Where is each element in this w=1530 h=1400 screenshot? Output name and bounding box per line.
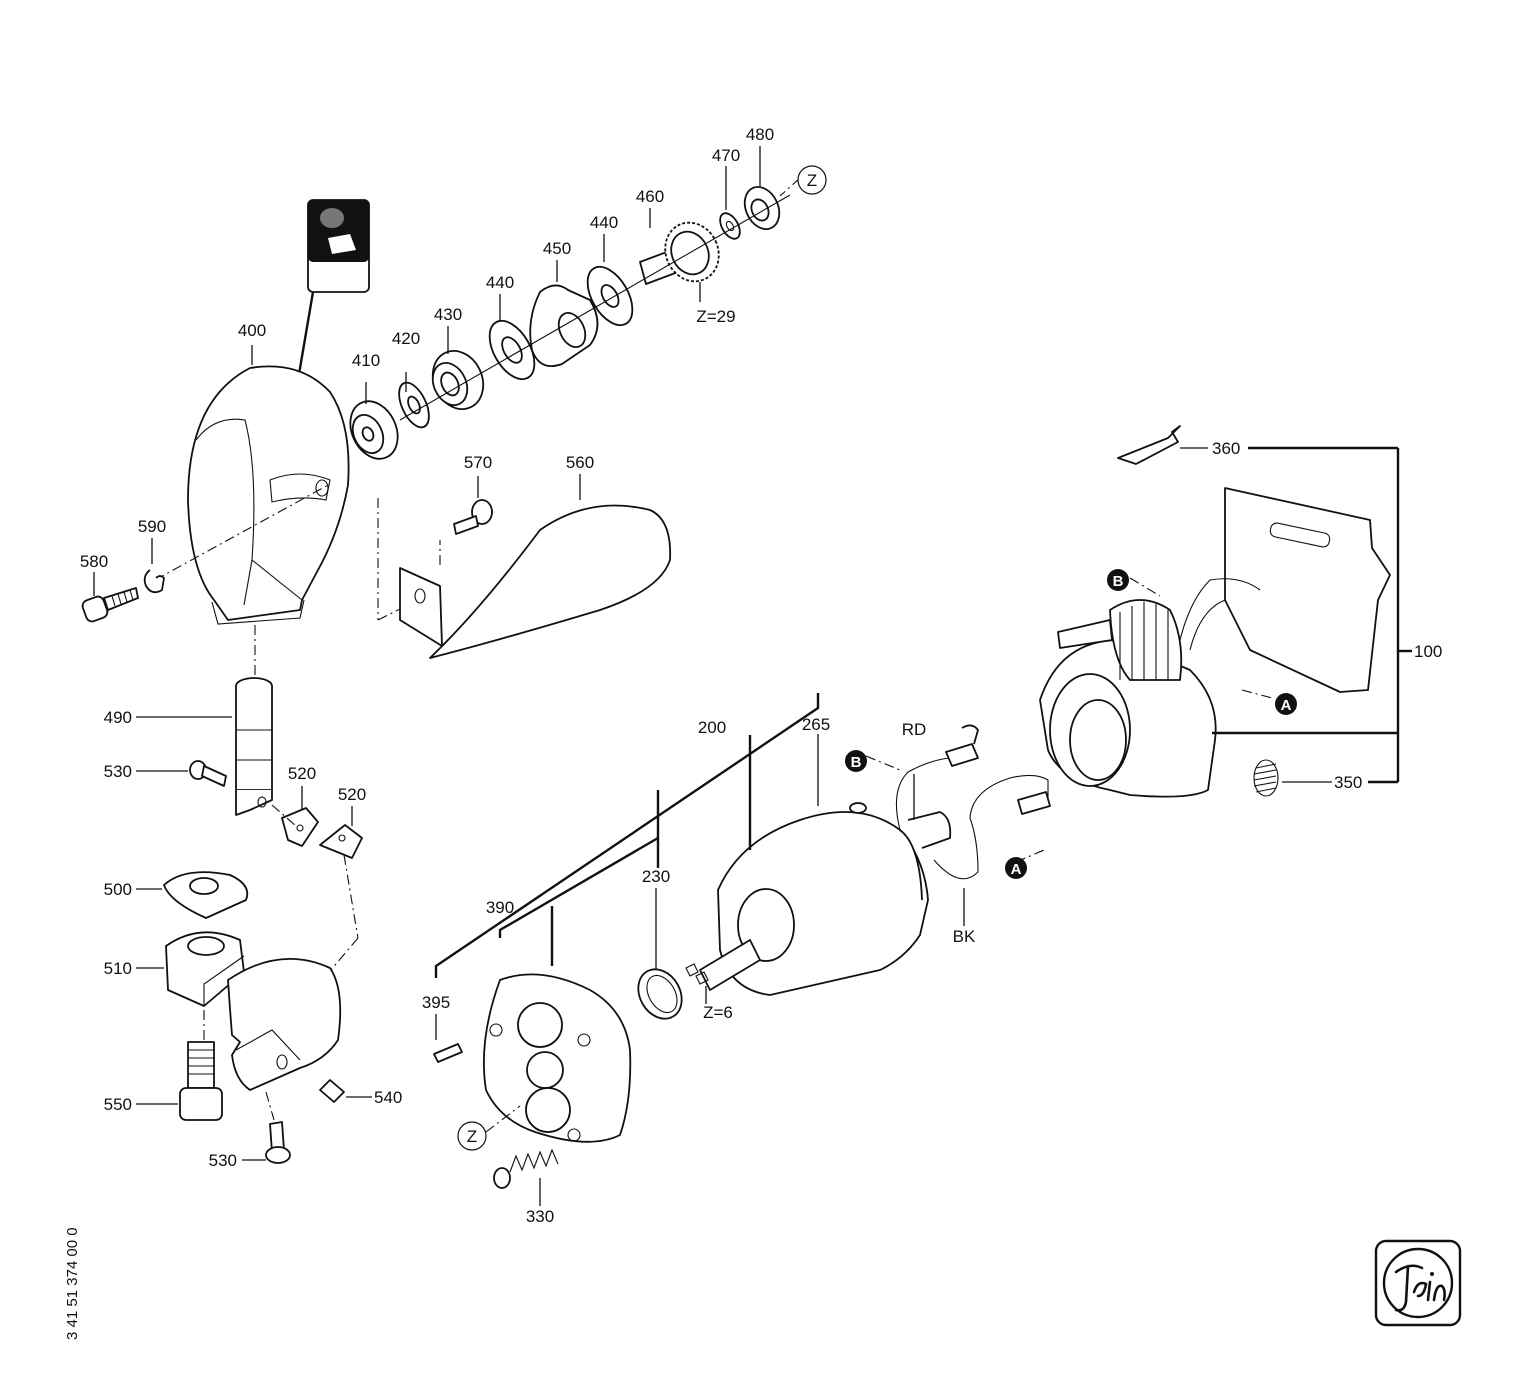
clip-360 <box>1117 425 1181 465</box>
label-520-b: 520 <box>338 785 366 804</box>
field-housing-100 <box>1039 599 1217 798</box>
blade-guard-560 <box>399 504 672 659</box>
washer-440-a <box>488 319 536 381</box>
wire-rd <box>895 724 979 831</box>
label-500: 500 <box>104 880 132 899</box>
plate-500 <box>163 871 249 919</box>
bearing-410 <box>349 400 399 460</box>
label-420: 420 <box>392 329 420 348</box>
gear-460 <box>639 221 720 285</box>
part-labels: 400 410 420 430 440 450 440 460 470 480 … <box>80 125 1443 1226</box>
ref-z-top-icon: Z <box>797 165 827 195</box>
label-560: 560 <box>566 453 594 472</box>
ref-z-bottom-icon: Z <box>457 1121 487 1151</box>
circlip-590 <box>143 569 165 594</box>
label-350: 350 <box>1334 773 1362 792</box>
label-450: 450 <box>543 239 571 258</box>
pin-395 <box>433 1043 463 1063</box>
grease-symbol-icon <box>296 199 370 381</box>
screw-580 <box>81 587 139 623</box>
label-520-a: 520 <box>288 764 316 783</box>
label-430: 430 <box>434 305 462 324</box>
teeth-count-pinion: Z=6 <box>703 1003 733 1022</box>
set-screw-540 <box>319 1079 345 1103</box>
ref-a-2-icon: A <box>1005 857 1027 879</box>
svg-text:Z: Z <box>807 171 817 190</box>
svg-text:Z: Z <box>467 1127 477 1146</box>
leader-lines <box>93 146 1332 1206</box>
ref-b-2-icon: B <box>845 750 867 772</box>
label-410: 410 <box>352 351 380 370</box>
document-number: 3 41 51 374 00 0 <box>64 1190 104 1340</box>
label-400: 400 <box>238 321 266 340</box>
wire-label-bk: BK <box>953 927 976 946</box>
svg-text:B: B <box>851 754 862 771</box>
label-580: 580 <box>80 552 108 571</box>
wire-bk <box>933 774 1051 880</box>
label-330: 330 <box>526 1207 554 1226</box>
label-100: 100 <box>1414 642 1442 661</box>
svg-text:A: A <box>1281 697 1292 714</box>
ram-490 <box>235 677 273 816</box>
label-470: 470 <box>712 146 740 165</box>
label-530-b: 530 <box>209 1151 237 1170</box>
svg-text:A: A <box>1011 861 1022 878</box>
spring-330 <box>493 1148 559 1189</box>
annotations: Z=29 Z=6 RD BK Z Z A A B B <box>457 165 1297 1151</box>
bearing-480 <box>743 186 781 230</box>
screw-570 <box>453 499 493 535</box>
teeth-count-gear: Z=29 <box>696 307 735 326</box>
bearing-flange-390 <box>482 973 632 1143</box>
screw-530-b <box>265 1121 291 1164</box>
label-480: 480 <box>746 125 774 144</box>
fein-logo <box>1374 1239 1462 1327</box>
ref-a-1-icon: A <box>1275 693 1297 715</box>
label-230: 230 <box>642 867 670 886</box>
label-570: 570 <box>464 453 492 472</box>
washer-470 <box>719 212 741 240</box>
ref-b-1-icon: B <box>1107 569 1129 591</box>
gear-housing-400 <box>187 365 350 625</box>
label-360: 360 <box>1212 439 1240 458</box>
label-590: 590 <box>138 517 166 536</box>
group-bracket-100 <box>1212 446 1412 784</box>
label-440-b: 440 <box>590 213 618 232</box>
label-510: 510 <box>104 959 132 978</box>
label-540: 540 <box>374 1088 402 1107</box>
group-bracket-200 <box>434 693 820 978</box>
motor-armature-265 <box>685 802 952 996</box>
label-550: 550 <box>104 1095 132 1114</box>
screw-530-a <box>189 760 227 787</box>
insert-520-b <box>319 824 363 859</box>
label-490: 490 <box>104 708 132 727</box>
svg-text:B: B <box>1113 573 1124 590</box>
label-460: 460 <box>636 187 664 206</box>
label-265: 265 <box>802 715 830 734</box>
circlip-230 <box>637 968 683 1020</box>
die-base <box>227 958 342 1091</box>
needle-bearing-430 <box>431 350 485 410</box>
wire-label-rd: RD <box>902 720 927 739</box>
document-number-text: 3 41 51 374 00 0 <box>64 1227 81 1340</box>
label-440-a: 440 <box>486 273 514 292</box>
screw-550 <box>179 1041 223 1121</box>
label-390: 390 <box>486 898 514 917</box>
insert-520-a <box>281 807 319 847</box>
washer-420 <box>398 381 430 429</box>
label-530-a: 530 <box>104 762 132 781</box>
label-395: 395 <box>422 993 450 1012</box>
switch-board <box>1179 487 1391 693</box>
spring-350 <box>1253 759 1279 797</box>
label-200: 200 <box>698 718 726 737</box>
